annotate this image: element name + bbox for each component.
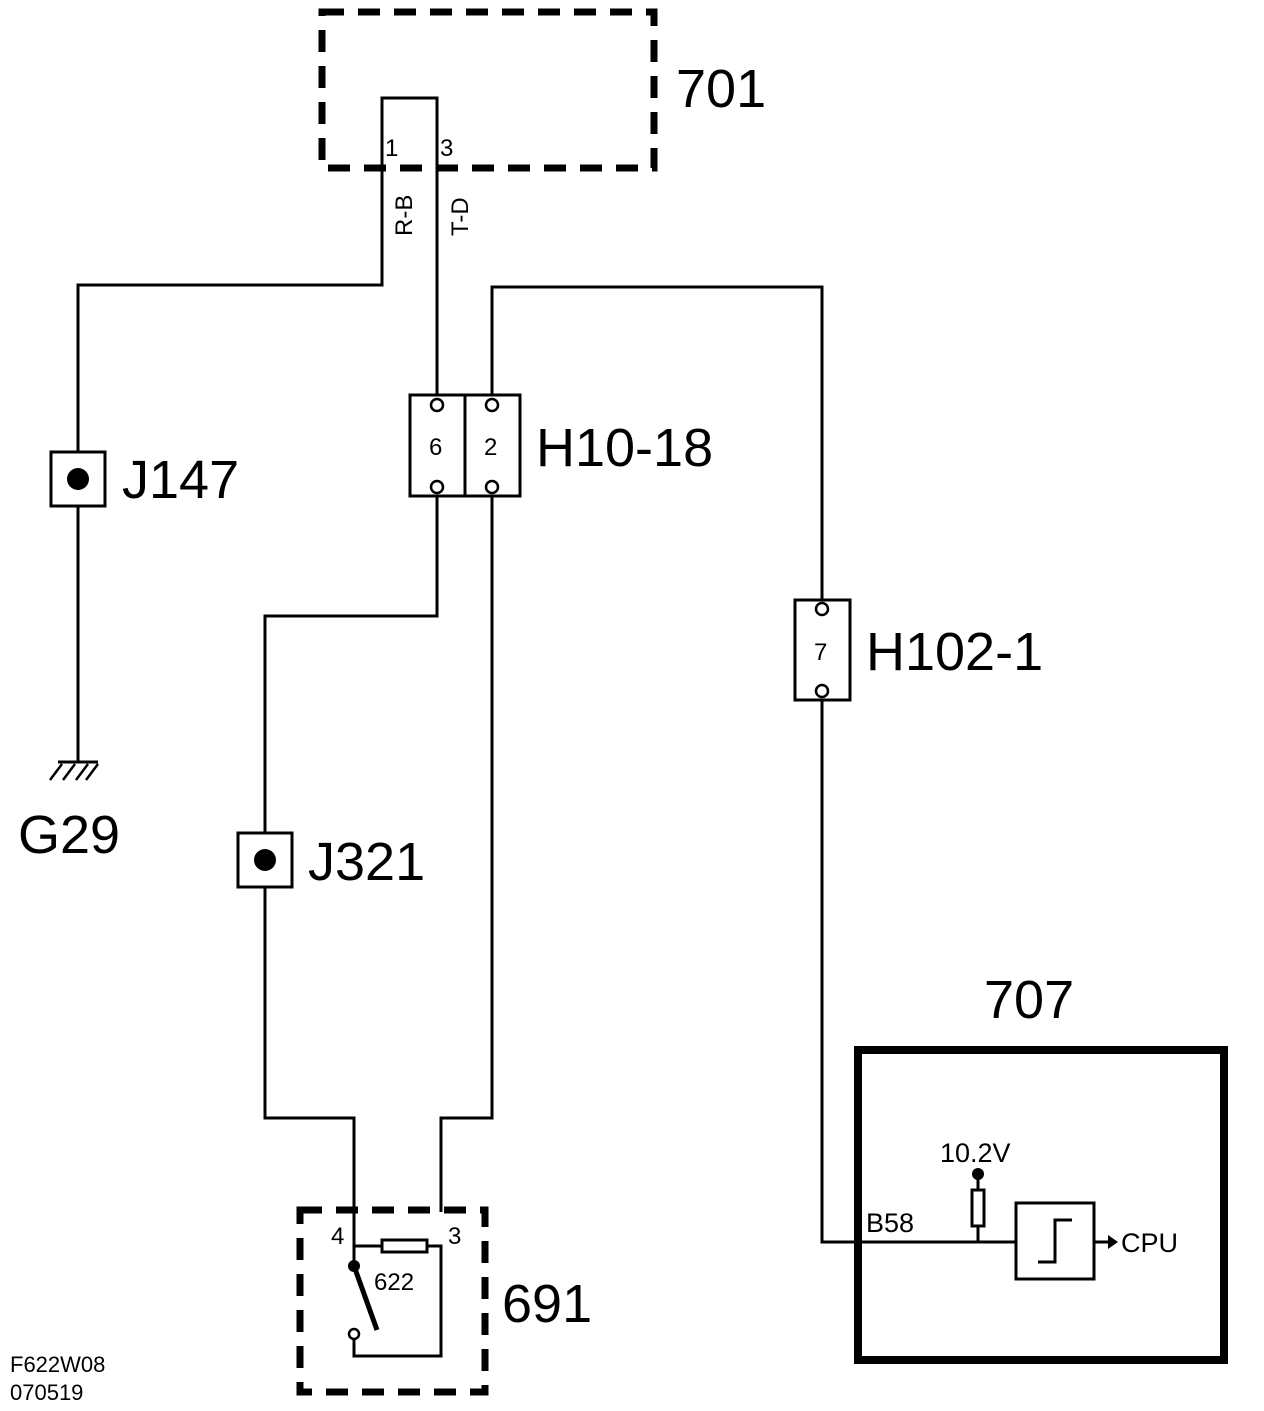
component-707-label: 707 [984, 970, 1074, 1030]
connector-h102-1-pin-bottom [814, 683, 830, 699]
component-701-connector [380, 96, 439, 128]
component-691-label: 691 [502, 1274, 592, 1334]
wire-701-1-to-j147 [76, 128, 384, 452]
wire-h102-to-707-b58 [820, 700, 978, 1244]
pin-701-3: 3 [440, 135, 453, 162]
pin-691-4: 4 [331, 1223, 344, 1250]
switch-contact-icon [347, 1327, 361, 1341]
component-691-box [296, 1206, 489, 1396]
wire-j321-to-691-4 [263, 887, 356, 1212]
component-691-internal-wire-right [352, 1244, 443, 1358]
cpu-arrow-icon [1108, 1235, 1118, 1249]
connector-h10-18-pin2-top [484, 397, 500, 413]
connector-h102-1-pin: 7 [814, 639, 827, 666]
connector-h10-18-pin6-bottom [429, 479, 445, 495]
switch-blade-icon [351, 1265, 380, 1331]
wire-h10-2-to-691-3 [439, 496, 494, 1212]
connector-h10-18-pin6-top [429, 397, 445, 413]
pin-707-b58: B58 [866, 1208, 914, 1238]
ground-g29-label: G29 [18, 805, 120, 865]
wire-label-td: T-D [447, 197, 474, 236]
connector-h10-18-pin6: 6 [429, 434, 442, 461]
component-701-box [318, 8, 658, 172]
connector-h10-18-pin2: 2 [484, 434, 497, 461]
pin-701-1: 1 [385, 135, 398, 162]
pullup-resistor-icon [970, 1188, 986, 1228]
connector-h102-1-label: H102-1 [866, 622, 1043, 682]
splice-j147-label: J147 [122, 450, 239, 510]
cpu-label: CPU [1121, 1228, 1178, 1258]
ground-symbol-icon [49, 760, 99, 781]
component-701-label: 701 [676, 59, 766, 119]
wire-h10-6-to-j321 [263, 496, 439, 833]
wire-label-rb: R-B [391, 195, 418, 236]
resistor-622-icon [380, 1238, 429, 1254]
footer-code: F622W08 [10, 1352, 105, 1377]
schmitt-trigger-icon [1038, 1218, 1072, 1264]
resistor-622-label: 622 [374, 1269, 414, 1296]
connector-h102-1-pin-top [814, 601, 830, 617]
splice-j321-label: J321 [308, 832, 425, 892]
splice-j321-dot [254, 849, 276, 871]
connector-h10-18-label: H10-18 [536, 418, 713, 478]
pin-691-3: 3 [448, 1223, 461, 1250]
footer-date: 070519 [10, 1380, 83, 1405]
connector-h10-18-pin2-bottom [484, 479, 500, 495]
component-707-box [854, 1046, 1228, 1364]
wire-h10-2-to-h102 [490, 285, 824, 600]
splice-j147-dot [67, 468, 89, 490]
ecu-voltage-label: 10.2V [940, 1138, 1011, 1168]
